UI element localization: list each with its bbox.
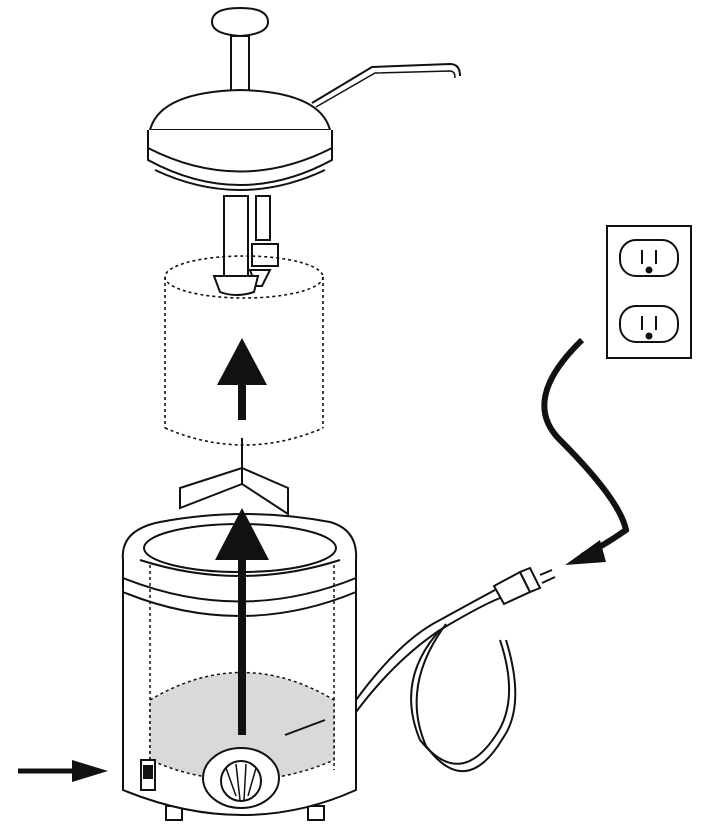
pump-dispenser-icon — [147, 6, 461, 296]
lift-stirrer-arrow — [215, 508, 269, 735]
lift-jar-arrow — [217, 338, 267, 420]
switch-pointer-arrow — [18, 760, 108, 782]
jar-icon — [164, 255, 324, 446]
wall-outlet-icon — [606, 225, 692, 359]
stirrer-icon — [179, 438, 289, 516]
plug-in-arrow — [541, 337, 630, 565]
power-switch-icon — [140, 759, 156, 791]
thermostat-knob-icon — [202, 747, 280, 809]
power-cord-plug-icon — [355, 566, 556, 773]
